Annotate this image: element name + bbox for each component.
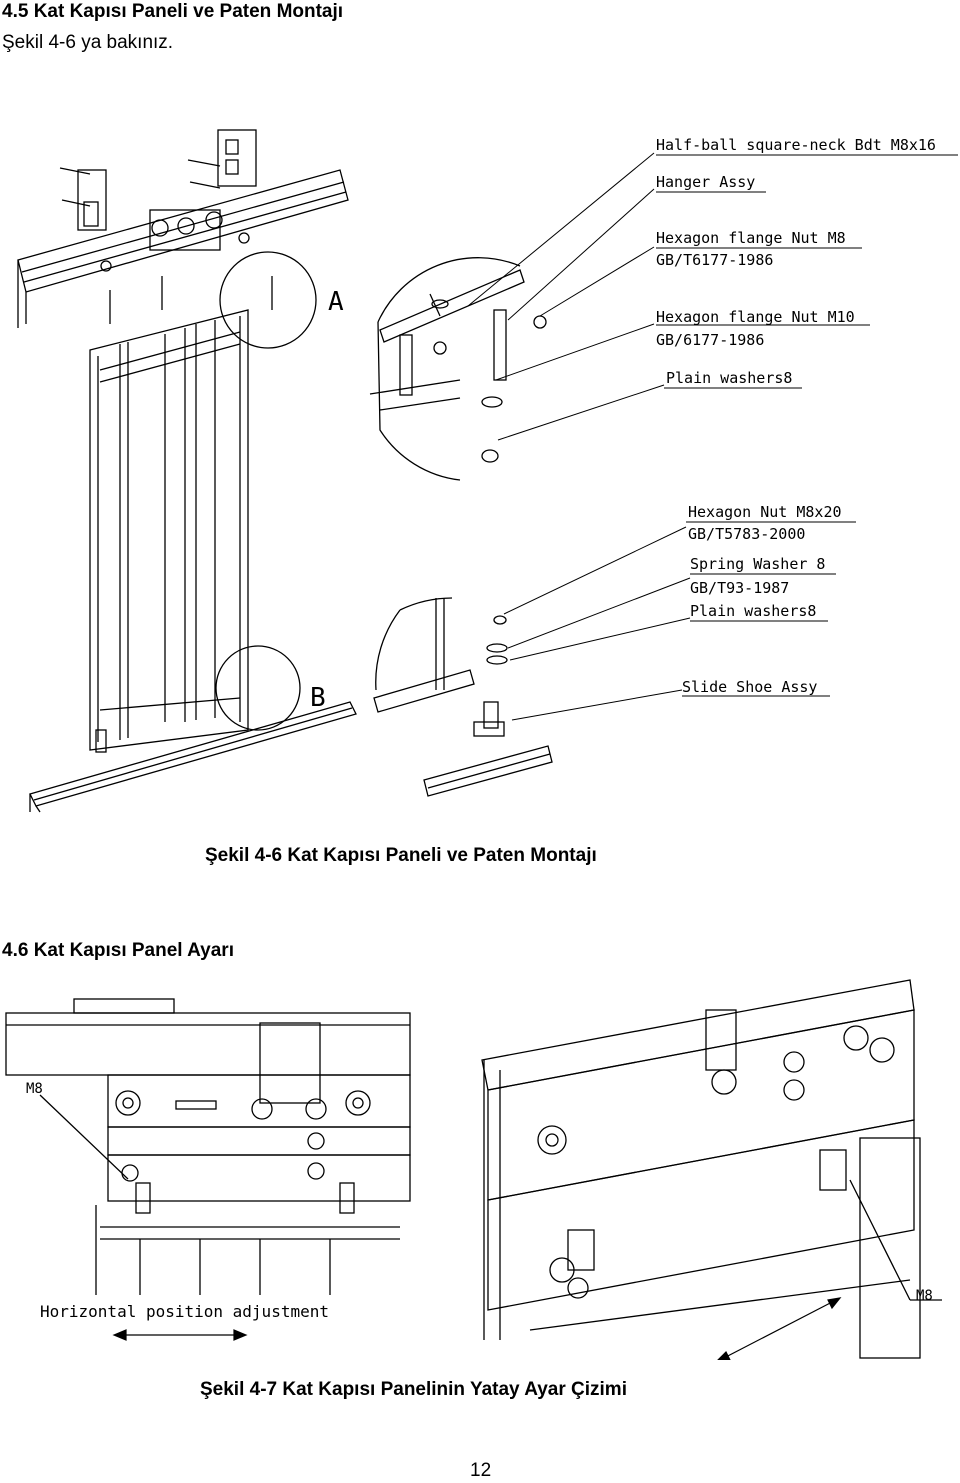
detail-label-a: A: [328, 287, 344, 317]
detail-label-b: B: [310, 683, 326, 713]
callout-spring-washer: Spring Washer 8: [690, 555, 825, 573]
callout-hanger-assy: Hanger Assy: [656, 173, 755, 191]
m8-label-right: M8: [916, 1288, 933, 1304]
callout-standard-m10: GB/6177-1986: [656, 331, 764, 349]
horizontal-position-label: Horizontal position adjustment: [40, 1302, 329, 1321]
callout-half-ball-bolt: Half-ball square-neck Bdt M8x16: [656, 136, 936, 154]
horizontal-adjustment-drawing-right: M8: [481, 979, 942, 1360]
figure-4-6-caption: Şekil 4-6 Kat Kapısı Paneli ve Paten Mon…: [205, 845, 597, 866]
callout-standard-spring-washer: GB/T93-1987: [690, 579, 789, 597]
section-heading-4-5: 4.5 Kat Kapısı Paneli ve Paten Montajı: [2, 1, 344, 22]
section-heading-4-6: 4.6 Kat Kapısı Panel Ayarı: [2, 940, 234, 961]
callout-standard-hexagon-nut: GB/T5783-2000: [688, 525, 805, 543]
page-number: 12: [470, 1460, 492, 1481]
callout-slide-shoe-assy: Slide Shoe Assy: [682, 678, 817, 696]
callout-hex-flange-nut-m8: Hexagon flange Nut M8: [656, 229, 846, 247]
m8-label-left: M8: [26, 1081, 43, 1097]
callout-standard-m8: GB/T6177-1986: [656, 251, 773, 269]
callout-plain-washers-b: Plain washers8: [690, 602, 816, 620]
section-intro-text: Şekil 4-6 ya bakınız.: [2, 32, 174, 53]
callout-hex-flange-nut-m10: Hexagon flange Nut M10: [656, 308, 855, 326]
callout-hexagon-nut-m8x20: Hexagon Nut M8x20: [688, 503, 842, 521]
door-panel-assembly-drawing: A B Half-ball square-neck Bdt M8x16 Hang…: [17, 129, 958, 813]
figure-4-7-caption: Şekil 4-7 Kat Kapısı Panelinin Yatay Aya…: [200, 1379, 627, 1400]
callout-plain-washers-a: Plain washers8: [666, 369, 792, 387]
horizontal-adjustment-drawing-left: M8 Horizontal position adjustment: [5, 998, 411, 1341]
